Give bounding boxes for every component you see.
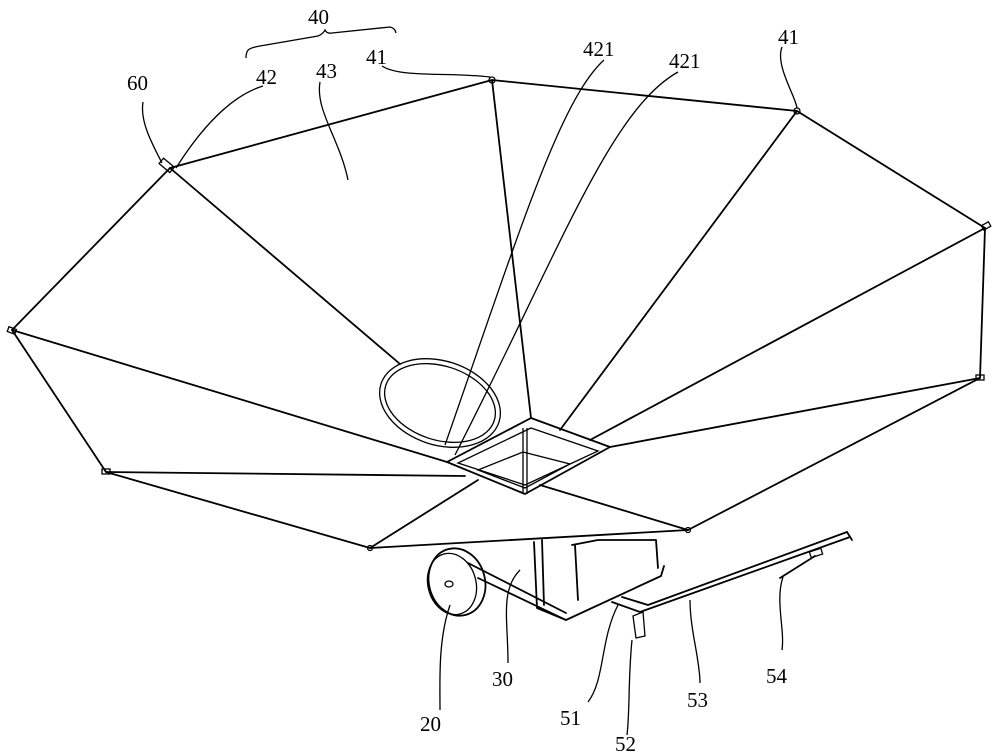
reflector-ribs xyxy=(11,79,986,549)
label-41-right: 41 xyxy=(778,25,799,49)
label-60: 60 xyxy=(127,71,148,95)
leader-lines xyxy=(141,26,798,736)
label-421-b: 421 xyxy=(669,49,701,73)
label-40: 40 xyxy=(308,5,329,29)
label-53: 53 xyxy=(687,688,708,712)
label-421-a: 421 xyxy=(583,37,615,61)
reference-labels: 40 41 42 43 60 421 421 41 20 30 51 52 53… xyxy=(127,5,799,755)
label-54: 54 xyxy=(766,664,788,688)
wheel xyxy=(426,547,487,617)
center-box xyxy=(446,417,611,495)
label-30: 30 xyxy=(492,667,513,691)
label-42: 42 xyxy=(256,65,277,89)
cart xyxy=(467,531,853,639)
label-41-top: 41 xyxy=(366,45,387,69)
label-43: 43 xyxy=(316,59,337,83)
label-20: 20 xyxy=(420,712,441,736)
reflector-rim xyxy=(11,79,986,549)
ring-rod xyxy=(378,358,502,448)
label-51: 51 xyxy=(560,706,581,730)
label-52: 52 xyxy=(615,732,636,755)
